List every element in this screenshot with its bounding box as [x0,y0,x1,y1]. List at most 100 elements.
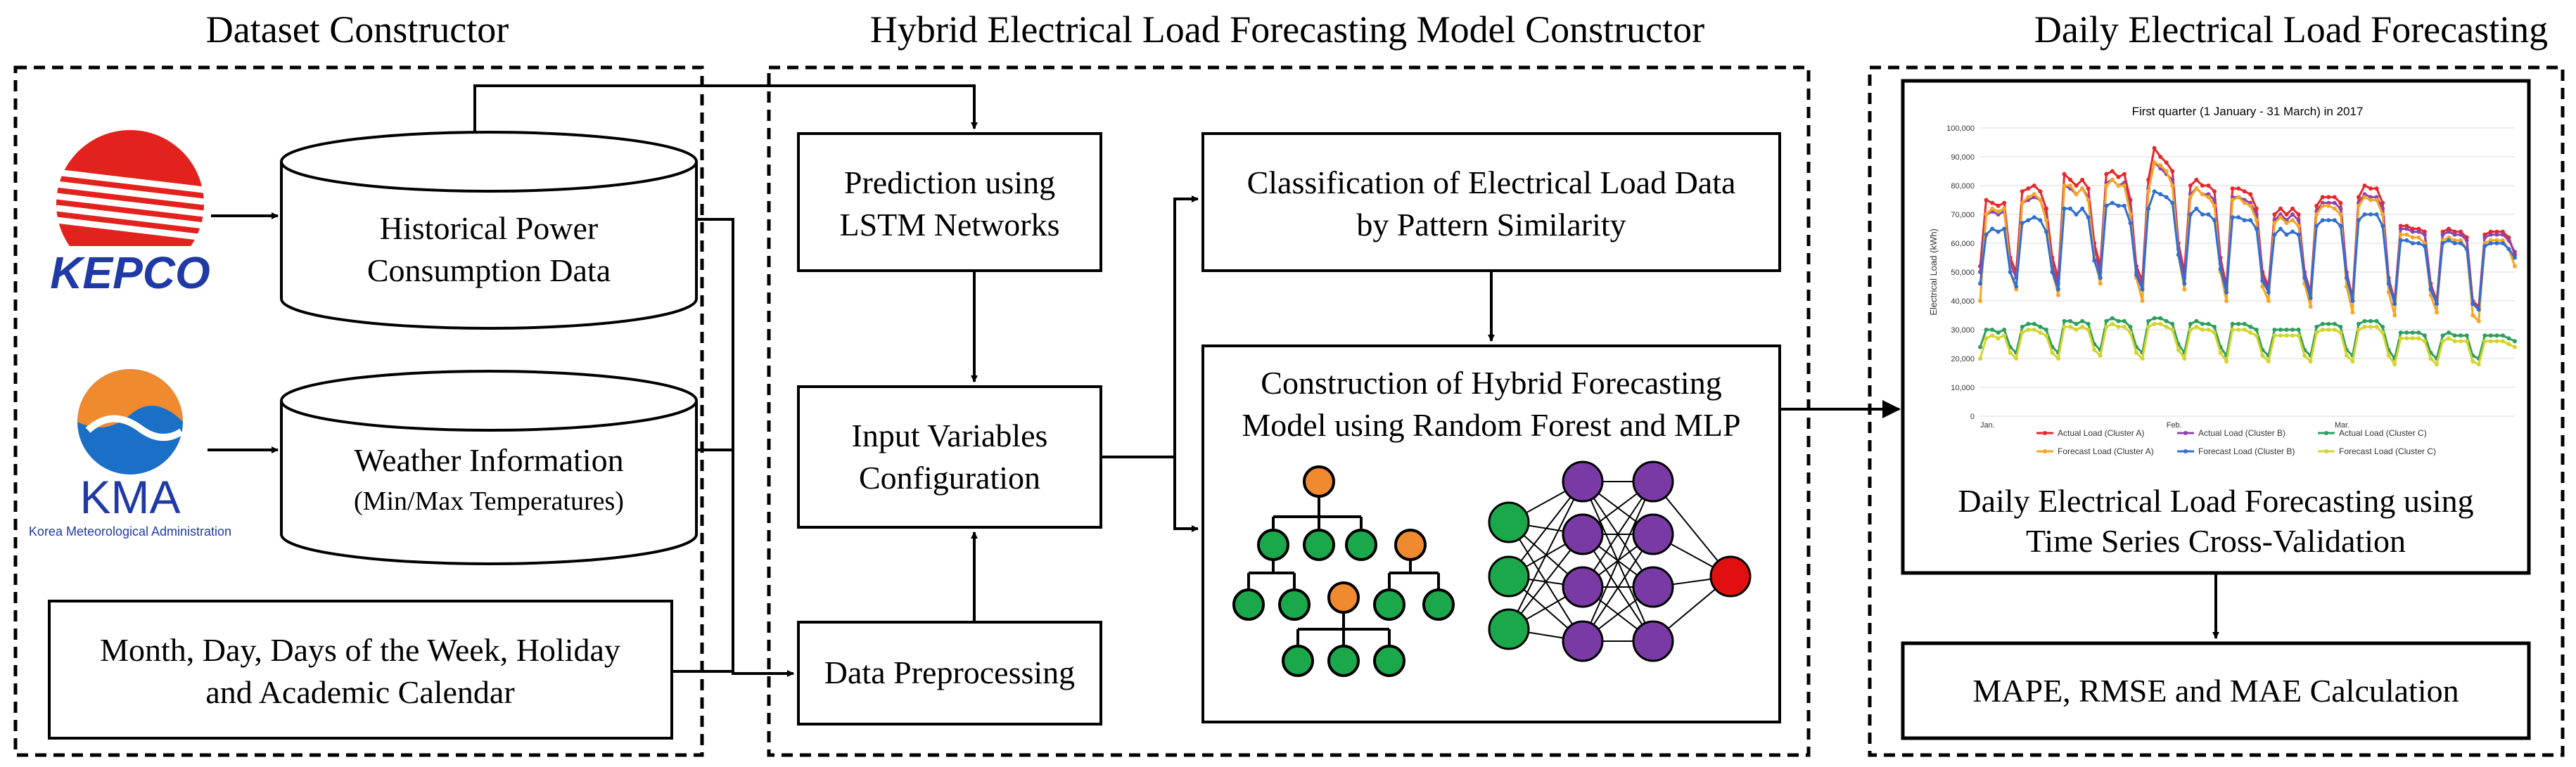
chart-point [2038,218,2043,223]
connectors [208,84,2219,677]
chart-point [2164,318,2169,323]
chart-point [2284,212,2289,217]
chart-point [2236,195,2241,200]
chart-point [2272,232,2277,237]
chart-point [2164,169,2169,174]
chart-point [2332,321,2337,326]
mlp-neuron [1632,620,1674,662]
chart-point [2254,218,2259,223]
chart-point [2110,200,2115,205]
chart-point [2362,183,2367,188]
chart-point [2230,321,2235,326]
chart-point [2464,247,2469,252]
calendar-box: Month, Day, Days of the Week, Holiday an… [48,600,673,740]
chart-point [2026,218,2031,223]
chart-point [2500,229,2505,234]
chart-point [2506,238,2511,243]
chart-point [2254,328,2259,332]
chart-point [2038,189,2043,194]
chart-point [2374,198,2379,202]
chart-point [2296,328,2301,332]
lstm-line1: Prediction using [844,165,1055,200]
chart-point [2158,192,2163,197]
chart-point [2488,333,2493,338]
chart-point [2038,330,2043,335]
chart-point [2224,299,2229,303]
chart-point [2506,336,2511,341]
chart-point [2447,226,2451,231]
chart-point [2032,183,2036,188]
chart-point [2488,229,2493,234]
chart-point [2284,328,2289,332]
chart-point [2020,221,2025,226]
calendar-line2: and Academic Calendar [205,674,514,710]
chart-point [2206,328,2211,332]
chart-point [2260,284,2265,289]
chart-point [2392,302,2397,307]
chart-point [2020,200,2025,205]
chart-point [1984,198,1989,202]
chart-point [2386,290,2391,295]
chart-point [2428,287,2433,292]
chart-point [2098,281,2103,286]
chart-point [2278,333,2283,338]
chart-point [2266,299,2271,303]
chart-point [2074,321,2079,326]
chart-point [2314,212,2319,217]
chart-point [2362,318,2367,323]
chart-point [2290,206,2295,211]
chart-point [2338,212,2343,217]
chart-point [2380,212,2385,217]
chart-point [2254,226,2259,231]
chart-point [2152,146,2157,150]
chart-point [2092,347,2097,352]
chart-point [2242,200,2247,205]
chart-point [2032,321,2036,326]
chart-point [2080,324,2085,329]
chart-x-tick: Jan. [1980,421,1995,430]
chart-point [2020,330,2025,335]
chart-point [2356,203,2361,208]
chart-point [2242,321,2247,326]
chart-point [2068,324,2073,329]
chart-point [2158,155,2163,159]
chart-point [2230,215,2235,220]
chart-point [2488,241,2493,245]
chart-point [2212,330,2217,335]
chart-point [2038,198,2043,202]
chart-point [2278,212,2283,217]
chart-point [2500,238,2505,243]
chart-point [2459,241,2463,245]
chart-legend-label: Forecast Load (Cluster A) [2058,446,2154,456]
chart-point [2074,328,2079,332]
chart-point [2014,287,2019,292]
chart-point [2043,206,2048,211]
chart-point [2488,339,2493,344]
arrow-history-to-lstm [473,84,978,132]
chart-point [2513,339,2517,344]
chart-point [2230,195,2235,200]
model-frame [767,65,1811,757]
chart-point [2368,195,2373,200]
chart-point [2447,336,2451,341]
chart-point [2416,241,2421,245]
section-title-dataset: Dataset Constructor [206,8,509,51]
chart-point [2242,328,2247,332]
chart-point [2116,203,2121,208]
chart-point [2170,183,2175,188]
chart-y-tick: 80,000 [1951,182,1975,191]
chart-point [2248,330,2253,335]
chart-point [2404,232,2409,237]
classification-line2: by Pattern Similarity [1356,207,1626,243]
chart-point [2513,250,2517,254]
chart-point [1984,212,1989,217]
chart-point [2128,221,2133,226]
chart-point [1978,299,1982,303]
classification-line1: Classification of Electrical Load Data [1247,165,1736,200]
dataset-frame [13,65,704,757]
chart-point [1990,200,1995,205]
chart-point [2086,215,2091,220]
chart-point [2332,195,2337,200]
chart-y-tick: 30,000 [1951,326,1975,335]
chart-point [2206,183,2211,188]
